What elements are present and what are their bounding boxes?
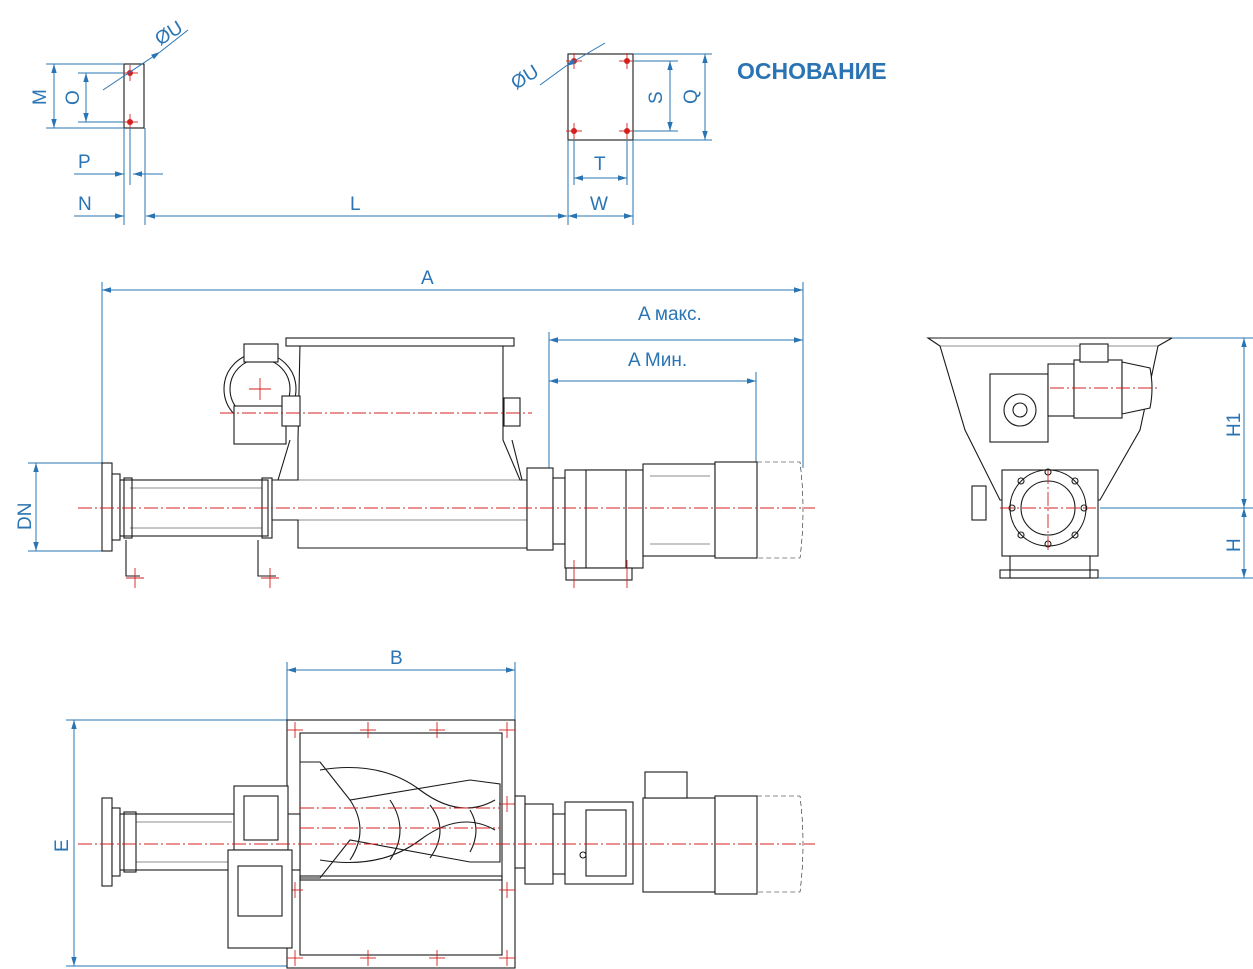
dim-phi-u-left: ØU [152, 17, 187, 50]
dim-dn-label: DN [15, 503, 36, 530]
dim-n-label: N [78, 194, 92, 215]
dim-h-label: H [1224, 538, 1245, 552]
dim-w-label: W [590, 194, 608, 215]
plan-view [66, 662, 815, 969]
dim-a-label: A [421, 268, 434, 289]
dim-b-label: B [390, 648, 403, 669]
left-foot-plate [123, 63, 145, 129]
dim-q-label: Q [681, 89, 702, 104]
dim-a-max-label: A макс. [638, 304, 702, 325]
dim-p-label: P [78, 152, 91, 173]
dim-l-label: L [350, 194, 361, 215]
base-plan [46, 29, 712, 225]
dim-a-min-label: A Мин. [628, 350, 687, 371]
dim-s-label: S [646, 91, 667, 104]
dim-o-label: O [63, 90, 84, 105]
base-title: ОСНОВАНИЕ [737, 58, 887, 84]
dim-phi-u-right: ØU [508, 61, 543, 94]
dim-h1-label: H1 [1224, 413, 1245, 437]
dim-m-label: M [30, 89, 51, 105]
right-foot-plate [567, 53, 634, 141]
end-view [926, 337, 1253, 579]
side-elevation [28, 282, 815, 588]
dim-t-label: T [594, 154, 606, 175]
dim-e-label: E [52, 839, 73, 852]
